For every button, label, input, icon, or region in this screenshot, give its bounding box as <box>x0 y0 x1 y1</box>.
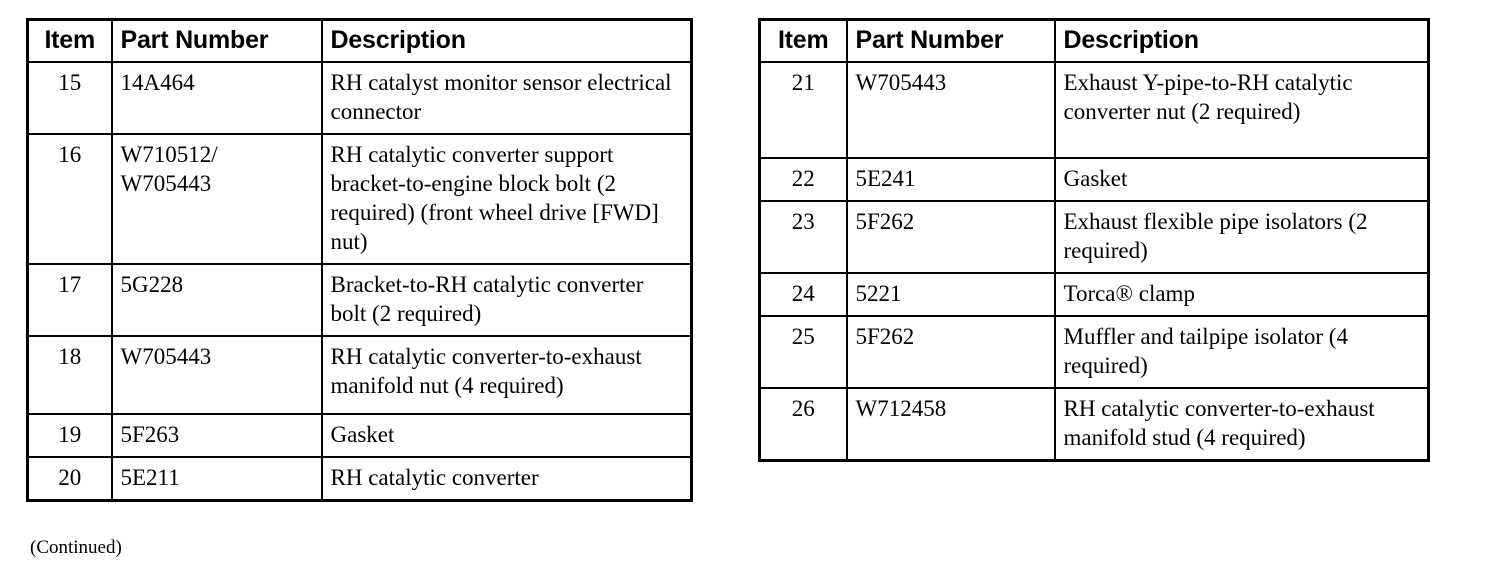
table-header-left: Item Part Number Description <box>26 18 693 63</box>
column-header-part-number: Part Number <box>845 18 1056 63</box>
table-header-right: Item Part Number Description <box>758 18 1430 63</box>
cell-part-number: 5F263 <box>110 413 323 458</box>
cell-description: Bracket-to-RH catalytic converter bolt (… <box>320 263 693 337</box>
column-header-part-number: Part Number <box>110 18 323 63</box>
table-row: 16 W710512/ W705443 RH catalytic convert… <box>26 133 693 265</box>
cell-part-number: 5221 <box>845 272 1056 317</box>
cell-part-number: 5F262 <box>845 200 1056 274</box>
column-header-item: Item <box>758 18 848 63</box>
cell-part-number: W705443 <box>845 61 1056 159</box>
cell-description: Torca® clamp <box>1053 272 1430 317</box>
cell-part-number: 5E241 <box>845 157 1056 202</box>
cell-description: Muffler and tailpipe isolator (4 require… <box>1053 315 1430 389</box>
cell-item: 25 <box>758 315 848 389</box>
table-row: 21 W705443 Exhaust Y-pipe-to-RH catalyti… <box>758 61 1430 159</box>
cell-description: RH catalytic converter support bracket-t… <box>320 133 693 265</box>
table-row: 22 5E241 Gasket <box>758 157 1430 202</box>
cell-item: 26 <box>758 387 848 462</box>
cell-item: 15 <box>26 61 113 135</box>
cell-part-number: 5G228 <box>110 263 323 337</box>
table-row: 20 5E211 RH catalytic converter <box>26 456 693 502</box>
table-body-right: 21 W705443 Exhaust Y-pipe-to-RH catalyti… <box>758 61 1430 462</box>
cell-item: 19 <box>26 413 113 458</box>
cell-item: 18 <box>26 335 113 415</box>
cell-description: RH catalytic converter-to-exhaust manifo… <box>1053 387 1430 462</box>
cell-item: 20 <box>26 456 113 502</box>
cell-description: Exhaust flexible pipe isolators (2 requi… <box>1053 200 1430 274</box>
cell-item: 17 <box>26 263 113 337</box>
cell-part-number: 5E211 <box>110 456 323 502</box>
column-header-description: Description <box>320 18 693 63</box>
continued-note: (Continued) <box>30 537 122 558</box>
column-header-item: Item <box>26 18 113 63</box>
table-row: 26 W712458 RH catalytic converter-to-exh… <box>758 387 1430 462</box>
table-header-row: Item Part Number Description <box>758 18 1430 63</box>
cell-item: 24 <box>758 272 848 317</box>
cell-part-number: W705443 <box>110 335 323 415</box>
table-row: 25 5F262 Muffler and tailpipe isolator (… <box>758 315 1430 389</box>
parts-table-right: Item Part Number Description 21 W705443 … <box>758 18 1430 462</box>
cell-item: 16 <box>26 133 113 265</box>
column-header-description: Description <box>1053 18 1430 63</box>
table-header-row: Item Part Number Description <box>26 18 693 63</box>
cell-part-number: W710512/ W705443 <box>110 133 323 265</box>
cell-part-number: 5F262 <box>845 315 1056 389</box>
cell-description: RH catalytic converter-to-exhaust manifo… <box>320 335 693 415</box>
cell-part-number: 14A464 <box>110 61 323 135</box>
table-row: 15 14A464 RH catalyst monitor sensor ele… <box>26 61 693 135</box>
cell-item: 21 <box>758 61 848 159</box>
cell-description: RH catalyst monitor sensor electrical co… <box>320 61 693 135</box>
cell-description: RH catalytic converter <box>320 456 693 502</box>
table-row: 24 5221 Torca® clamp <box>758 272 1430 317</box>
cell-part-number: W712458 <box>845 387 1056 462</box>
parts-table-left: Item Part Number Description 15 14A464 R… <box>26 18 693 502</box>
cell-description: Exhaust Y-pipe-to-RH catalytic converter… <box>1053 61 1430 159</box>
cell-item: 23 <box>758 200 848 274</box>
table-row: 18 W705443 RH catalytic converter-to-exh… <box>26 335 693 415</box>
cell-description: Gasket <box>1053 157 1430 202</box>
table-row: 17 5G228 Bracket-to-RH catalytic convert… <box>26 263 693 337</box>
cell-description: Gasket <box>320 413 693 458</box>
table-row: 23 5F262 Exhaust flexible pipe isolators… <box>758 200 1430 274</box>
cell-item: 22 <box>758 157 848 202</box>
table-body-left: 15 14A464 RH catalyst monitor sensor ele… <box>26 61 693 502</box>
table-row: 19 5F263 Gasket <box>26 413 693 458</box>
